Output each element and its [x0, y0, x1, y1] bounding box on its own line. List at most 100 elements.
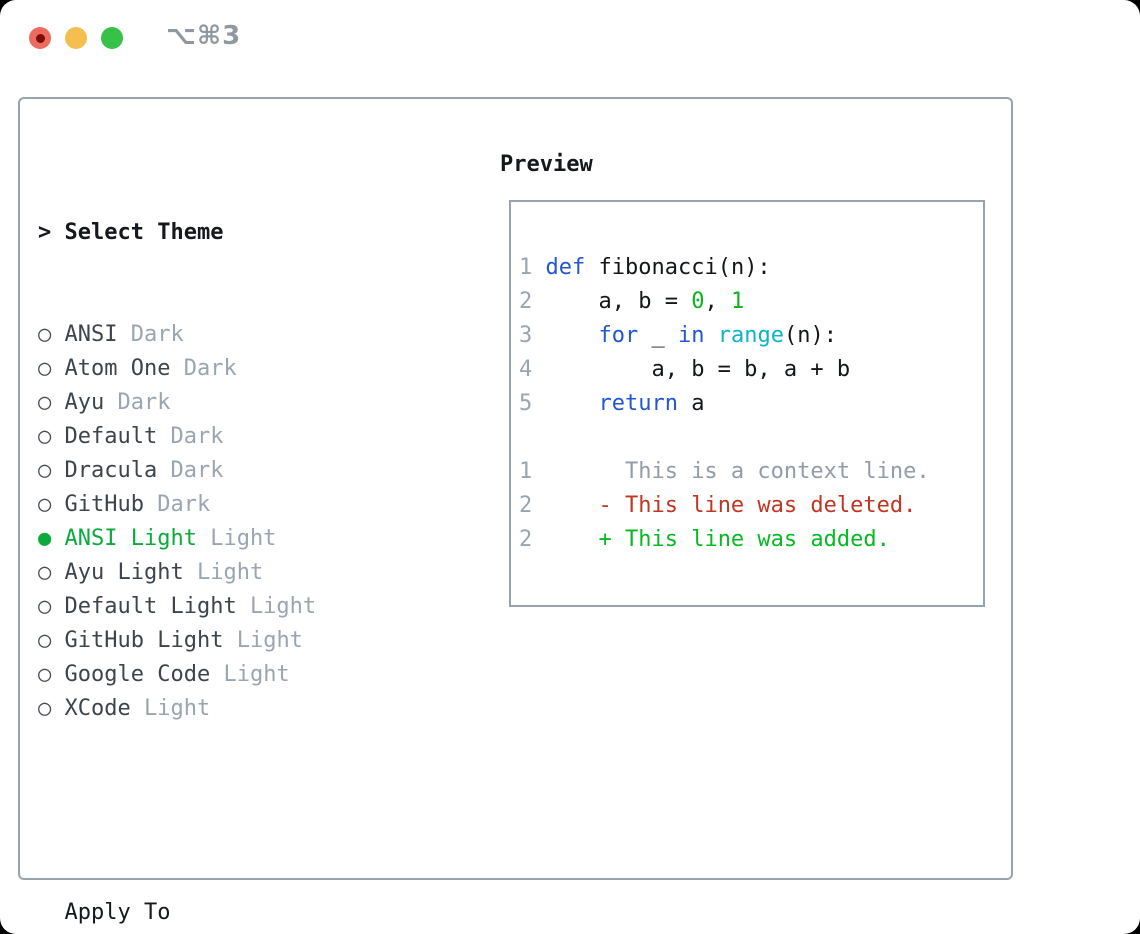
code-segment-nm: 0: [691, 289, 705, 314]
theme-option-label: Default: [64, 424, 158, 449]
diff-deleted-line: 2 - This line was deleted.: [519, 489, 930, 523]
diff-added-line: 2 + This line was added.: [519, 523, 930, 557]
theme-variant-tag: Dark: [183, 356, 237, 381]
code-segment-pl: [546, 323, 599, 348]
theme-option-google-code[interactable]: ○ Google Code Light: [38, 658, 409, 692]
theme-variant-tag: Light: [236, 628, 303, 653]
radio-unselected-icon: ○: [38, 390, 52, 415]
theme-option-label: Default Light: [64, 594, 237, 619]
radio-unselected-icon: ○: [38, 560, 52, 585]
theme-option-label: ANSI: [64, 322, 118, 347]
code-segment-pl: [532, 527, 598, 552]
maximize-button[interactable]: [101, 27, 123, 49]
theme-option-label: Dracula: [64, 458, 158, 483]
select-theme-header-label: Select Theme: [64, 220, 224, 245]
theme-option-ansi-light[interactable]: ● ANSI Light Light: [38, 522, 409, 556]
code-segment-kw: return: [598, 391, 678, 416]
close-button[interactable]: [29, 27, 51, 49]
theme-variant-tag: Light: [223, 662, 290, 687]
code-line: 4 a, b = b, a + b: [519, 353, 930, 387]
theme-option-dracula[interactable]: ○ Dracula Dark: [38, 454, 409, 488]
code-segment-ln: 5: [519, 391, 546, 416]
theme-option-label: Atom One: [64, 356, 171, 381]
minimize-button[interactable]: [65, 27, 87, 49]
code-segment-pl: [704, 323, 717, 348]
theme-option-label: ANSI Light: [64, 526, 197, 551]
prompt-caret-icon: >: [38, 220, 65, 245]
code-segment-add: + This line was added.: [598, 527, 890, 552]
code-line: 5 return a: [519, 387, 930, 421]
theme-option-label: Ayu: [64, 390, 105, 415]
code-segment-kw: def: [545, 255, 586, 280]
code-segment-ln: 3: [519, 323, 546, 348]
code-segment-ln: 2: [519, 289, 546, 314]
code-line: 1 def fibonacci(n):: [519, 251, 930, 285]
theme-option-github[interactable]: ○ GitHub Dark: [38, 488, 409, 522]
code-segment-pl: a: [677, 391, 705, 416]
theme-variant-tag: Dark: [170, 424, 224, 449]
radio-unselected-icon: ○: [38, 424, 52, 449]
apply-to-indent: [38, 900, 65, 925]
theme-option-label: GitHub Light: [64, 628, 224, 653]
code-segment-del: - This line was deleted.: [598, 493, 917, 518]
code-segment-pl: a, b =: [545, 289, 692, 314]
theme-option-label: Google Code: [64, 662, 211, 687]
radio-selected-icon: ●: [38, 526, 52, 551]
theme-selector-panel: > Select Theme ○ ANSI Dark○ Atom One Dar…: [18, 97, 1013, 925]
code-segment-pl: (n):: [783, 323, 837, 348]
theme-variant-tag: Light: [249, 594, 317, 619]
code-line: 3 for _ in range(n):: [519, 319, 930, 353]
radio-unselected-icon: ○: [38, 458, 52, 483]
theme-option-atom-one[interactable]: ○ Atom One Dark: [38, 352, 409, 386]
window-shortcut-title: ⌥⌘3: [166, 21, 242, 51]
code-segment-pl: ,: [704, 289, 731, 314]
code-line: 2 a, b = 0, 1: [519, 285, 930, 319]
code-segment-nm: 1: [730, 289, 745, 314]
left-column: > Select Theme ○ ANSI Dark○ Atom One Dar…: [38, 148, 409, 934]
theme-option-default-light[interactable]: ○ Default Light Light: [38, 590, 409, 624]
theme-variant-tag: Dark: [170, 458, 224, 483]
blank-line: [519, 421, 930, 455]
code-segment-ctx: This is a context line.: [532, 459, 930, 484]
theme-variant-tag: Dark: [157, 492, 211, 517]
code-segment-pl: a, b = b, a + b: [545, 357, 851, 382]
code-segment-ln: 1: [519, 459, 533, 484]
code-segment-ln: 2: [519, 493, 533, 518]
code-segment-ln: 1: [519, 255, 546, 280]
spacer: [38, 794, 409, 828]
theme-variant-tag: Dark: [130, 322, 184, 347]
theme-option-label: Ayu Light: [64, 560, 184, 585]
code-segment-ln: 2: [519, 527, 533, 552]
apply-to-header: Apply To: [38, 896, 409, 930]
theme-variant-tag: Light: [143, 696, 211, 721]
radio-unselected-icon: ○: [38, 492, 52, 517]
preview-title: Preview: [500, 152, 593, 177]
theme-option-default[interactable]: ○ Default Dark: [38, 420, 409, 454]
apply-to-header-label: Apply To: [64, 900, 171, 925]
theme-option-xcode[interactable]: ○ XCode Light: [38, 692, 409, 726]
code-segment-pl: _: [638, 323, 678, 348]
theme-option-label: GitHub: [64, 492, 144, 517]
radio-unselected-icon: ○: [38, 322, 52, 347]
select-theme-header: > Select Theme: [38, 216, 409, 250]
radio-unselected-icon: ○: [38, 594, 52, 619]
theme-option-github-light[interactable]: ○ GitHub Light Light: [38, 624, 409, 658]
code-segment-kw: for: [598, 323, 639, 348]
radio-unselected-icon: ○: [38, 662, 52, 687]
code-segment-pl: fibonacci(n):: [585, 255, 771, 280]
theme-variant-tag: Light: [196, 560, 264, 585]
radio-unselected-icon: ○: [38, 696, 52, 721]
code-segment-fn: range: [717, 323, 784, 348]
theme-option-ayu-light[interactable]: ○ Ayu Light Light: [38, 556, 409, 590]
theme-options: ○ ANSI Dark○ Atom One Dark○ Ayu Dark○ De…: [38, 318, 409, 726]
radio-unselected-icon: ○: [38, 356, 52, 381]
theme-variant-tag: Light: [210, 526, 277, 551]
theme-option-ansi[interactable]: ○ ANSI Dark: [38, 318, 409, 352]
radio-unselected-icon: ○: [38, 628, 52, 653]
code-segment-kw: in: [677, 323, 705, 348]
theme-option-ayu[interactable]: ○ Ayu Dark: [38, 386, 409, 420]
titlebar: [29, 26, 137, 50]
